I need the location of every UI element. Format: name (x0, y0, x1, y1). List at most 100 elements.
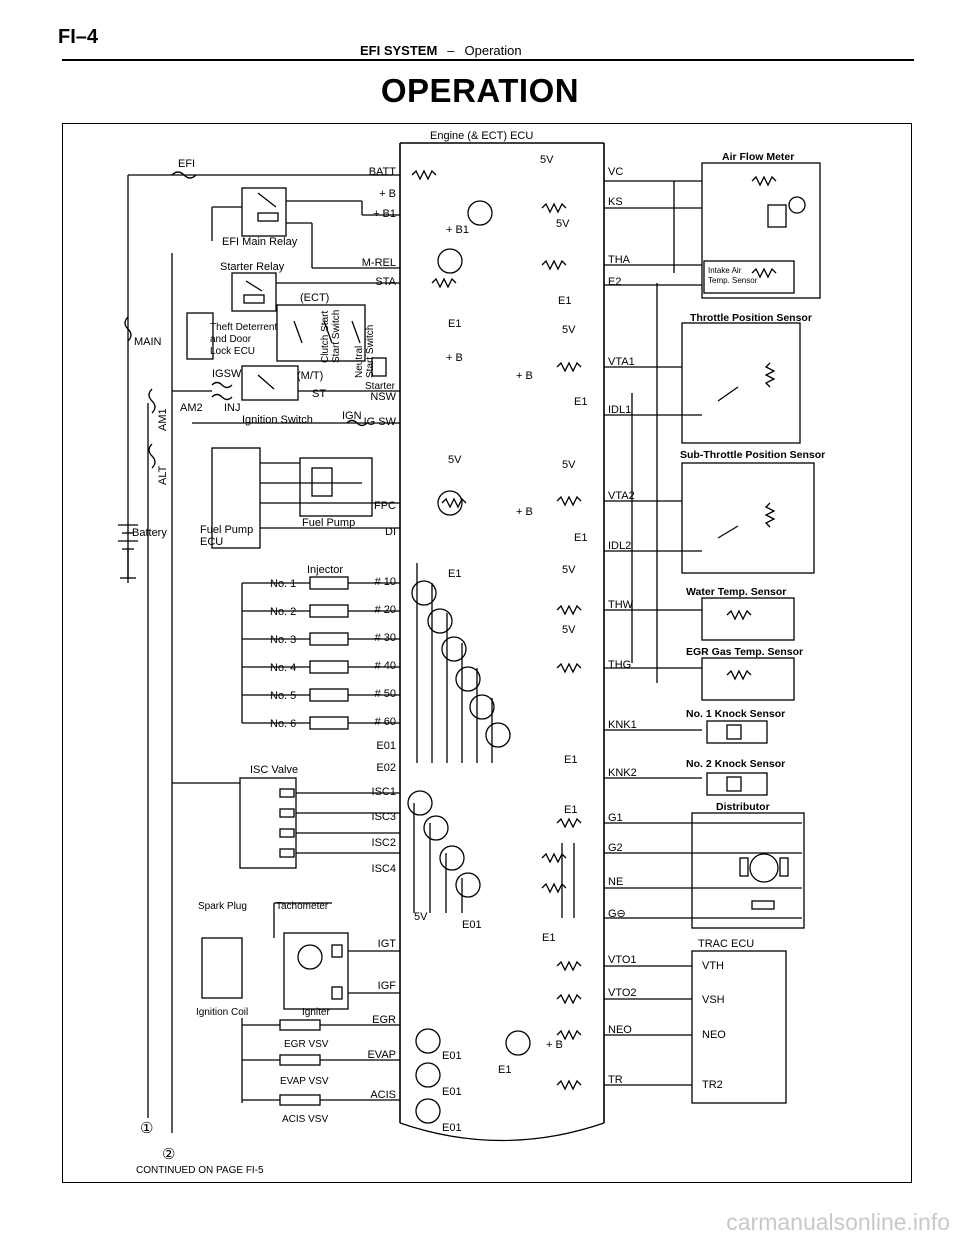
ecu-right-terminal-7: IDL2 (608, 540, 631, 552)
air-flow-meter-label: Air Flow Meter (722, 151, 794, 163)
trac-ecu-label: TRAC ECU (698, 938, 754, 950)
ecu-right-terminal-5: IDL1 (608, 404, 631, 416)
ecu-right-terminal-17: VTO2 (608, 987, 637, 999)
battery-label: Battery (132, 527, 167, 539)
ecu-right-terminal-10: KNK1 (608, 719, 637, 731)
ecu-e1-label-5: E1 (574, 532, 587, 544)
ecu-left-terminal-4: STA (375, 276, 396, 288)
ecu-left-terminal-15: E01 (376, 740, 396, 752)
ecu-left-terminal-25: ACIS (370, 1089, 396, 1101)
throttle-position-label: Throttle Position Sensor (690, 312, 812, 324)
ecu-left-terminal-20: ISC4 (372, 863, 396, 875)
starter-label: Starter (365, 381, 396, 392)
ecu-e01-label-4: E01 (442, 1122, 462, 1134)
ecu-e1-label-4: E1 (574, 396, 587, 408)
ecu-right-terminal-4: VTA1 (608, 356, 635, 368)
ecu-left-terminal-12: # 40 (375, 660, 396, 672)
ecu-right-terminal-8: THW (608, 599, 634, 611)
ecu-right-terminal-13: G2 (608, 842, 623, 854)
ecu-left-terminal-18: ISC3 (372, 811, 396, 823)
fuel-pump-ecu-line1: Fuel Pump (200, 524, 253, 536)
ecu-right-terminal-1: KS (608, 196, 623, 208)
ecu-left-terminal-10: # 20 (375, 604, 396, 616)
evap-vsv-label: EVAP VSV (280, 1076, 329, 1087)
clutch-label-line2: Start Switch (331, 310, 342, 363)
ecu-5v-label-5: 5V (562, 459, 576, 471)
knock2-label: No. 2 Knock Sensor (686, 758, 785, 770)
ecu-left-terminal-9: # 10 (375, 576, 396, 588)
ecu-left-terminal-14: # 60 (375, 716, 396, 728)
ecu-5v-label-7: 5V (562, 624, 576, 636)
ecu-5v-label-3: 5V (448, 454, 462, 466)
ecu-e1-label-7: E1 (564, 804, 577, 816)
ecu-e1-label-8: E1 (542, 932, 555, 944)
ecu-label: Engine (& ECT) ECU (430, 130, 533, 142)
mt-label: (M/T) (297, 370, 323, 382)
ecu-left-terminal-6: IG SW (364, 416, 397, 428)
st-label: ST (312, 388, 326, 400)
theft-label-line2: and Door (210, 334, 252, 345)
am1-label: AM1 (157, 408, 169, 431)
fuel-pump-label: Fuel Pump (302, 517, 355, 529)
header-rule (62, 59, 914, 61)
ecu-left-terminal-13: # 50 (375, 688, 396, 700)
main-label: MAIN (134, 336, 162, 348)
page-title: OPERATION (380, 72, 580, 109)
ecu-left-terminal-22: IGF (378, 980, 397, 992)
intake-air-temp-line2: Temp. Sensor (708, 276, 758, 285)
isc-valve-label: ISC Valve (250, 764, 298, 776)
ecu-e01-label-2: E01 (442, 1050, 462, 1062)
ecu-right-terminal-19: TR (608, 1074, 623, 1086)
ecu-right-terminal-14: NE (608, 876, 623, 888)
ecu-e01-label: E01 (462, 919, 482, 931)
ecu-5v-label-8: 5V (414, 911, 428, 923)
continued-label: CONTINUED ON PAGE FI-5 (136, 1165, 264, 1176)
distributor-label: Distributor (716, 801, 770, 813)
page-id: FI–4 (58, 26, 99, 48)
ect-label: (ECT) (300, 292, 329, 304)
igniter-label: Igniter (302, 1007, 330, 1018)
intake-air-temp-line1: Intake Air (708, 266, 742, 275)
ecu-right-terminal-12: G1 (608, 812, 623, 824)
ecu-5v-label: 5V (540, 154, 554, 166)
ecu-left-terminal-1: + B (379, 188, 396, 200)
ecu-left-terminal-24: EVAP (367, 1049, 396, 1061)
neutral-label-line2: Start Switch (365, 325, 376, 378)
ecu-5v-label-4: 5V (562, 324, 576, 336)
spark-plug-label: Spark Plug (198, 901, 247, 912)
ecu-left-terminal-8: DI (385, 526, 396, 538)
topic-name: Operation (464, 43, 522, 58)
ecu-left-terminal-3: M-REL (362, 257, 396, 269)
acis-vsv-label: ACIS VSV (282, 1114, 328, 1125)
connector-2-label: ② (162, 1146, 175, 1163)
ecu-right-terminal-9: THG (608, 659, 631, 671)
ecu-left-terminal-21: IGT (378, 938, 397, 950)
starter-relay-label: Starter Relay (220, 261, 285, 273)
ignition-switch-label: Ignition Switch (242, 414, 313, 426)
theft-label-line3: Lock ECU (210, 346, 255, 357)
ecu-right-terminal-16: VTO1 (608, 954, 637, 966)
ecu-right-terminal-11: KNK2 (608, 767, 637, 779)
ecu-e1-label-6: E1 (564, 754, 577, 766)
alt-label: ALT (157, 465, 169, 485)
trac-terminal-3: TR2 (702, 1079, 723, 1091)
ecu-left-terminal-11: # 30 (375, 632, 396, 644)
inj-label: INJ (224, 402, 241, 414)
injector-no3: No. 3 (270, 634, 296, 646)
running-head: EFI SYSTEM–Operation (360, 43, 522, 58)
ecu-plus-b-label-3: + B (516, 506, 533, 518)
ecu-right-terminal-3: E2 (608, 276, 621, 288)
ecu-5v-label-2: 5V (556, 218, 570, 230)
header-separator: – (447, 43, 455, 58)
theft-label-line1: Theft Deterrent (210, 322, 277, 333)
ecu-right-terminal-0: VC (608, 166, 623, 178)
watermark: carmanualsonline.info (726, 1209, 950, 1235)
ecu-left-terminal-19: ISC2 (372, 837, 396, 849)
connector-1-label: ① (140, 1120, 153, 1137)
ecu-e1-label-3: E1 (558, 295, 571, 307)
igsw-label: IGSW (212, 368, 242, 380)
ecu-plus-b-label: + B (446, 352, 463, 364)
ecu-left-terminal-16: E02 (376, 762, 396, 774)
ign-label: IGN (342, 410, 362, 422)
ecu-left-terminal-2: + B1 (373, 208, 396, 220)
